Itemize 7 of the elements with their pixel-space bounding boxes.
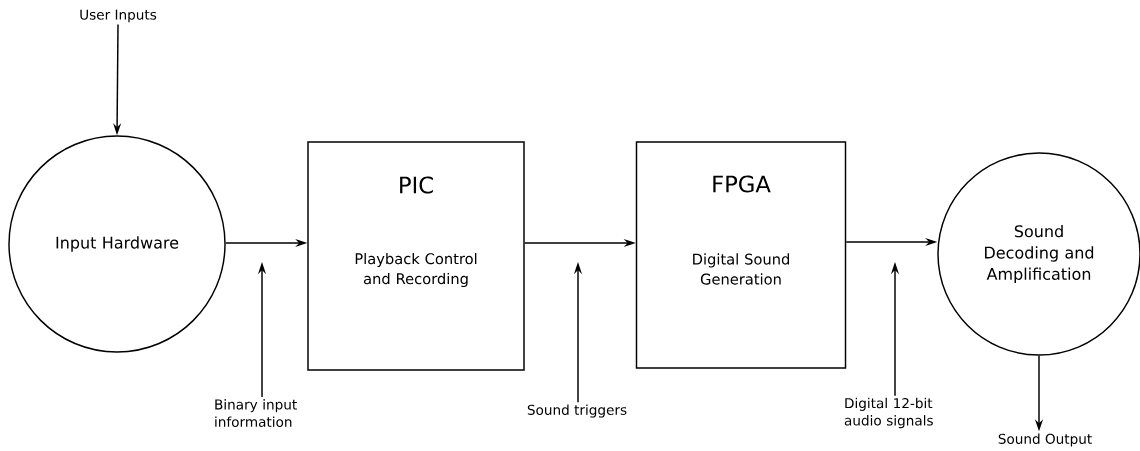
label-text: Binary input information [215, 399, 297, 427]
label-text: Digital 12-bit audio signals [844, 397, 933, 429]
label-text: Sound triggers [527, 404, 627, 418]
process-box: PIC Playback Control and Recording [307, 141, 525, 371]
label-text: Sound Output [998, 433, 1092, 447]
process-box: FPGA Digital Sound Generation [635, 141, 847, 369]
label-text: User Inputs [80, 9, 157, 23]
